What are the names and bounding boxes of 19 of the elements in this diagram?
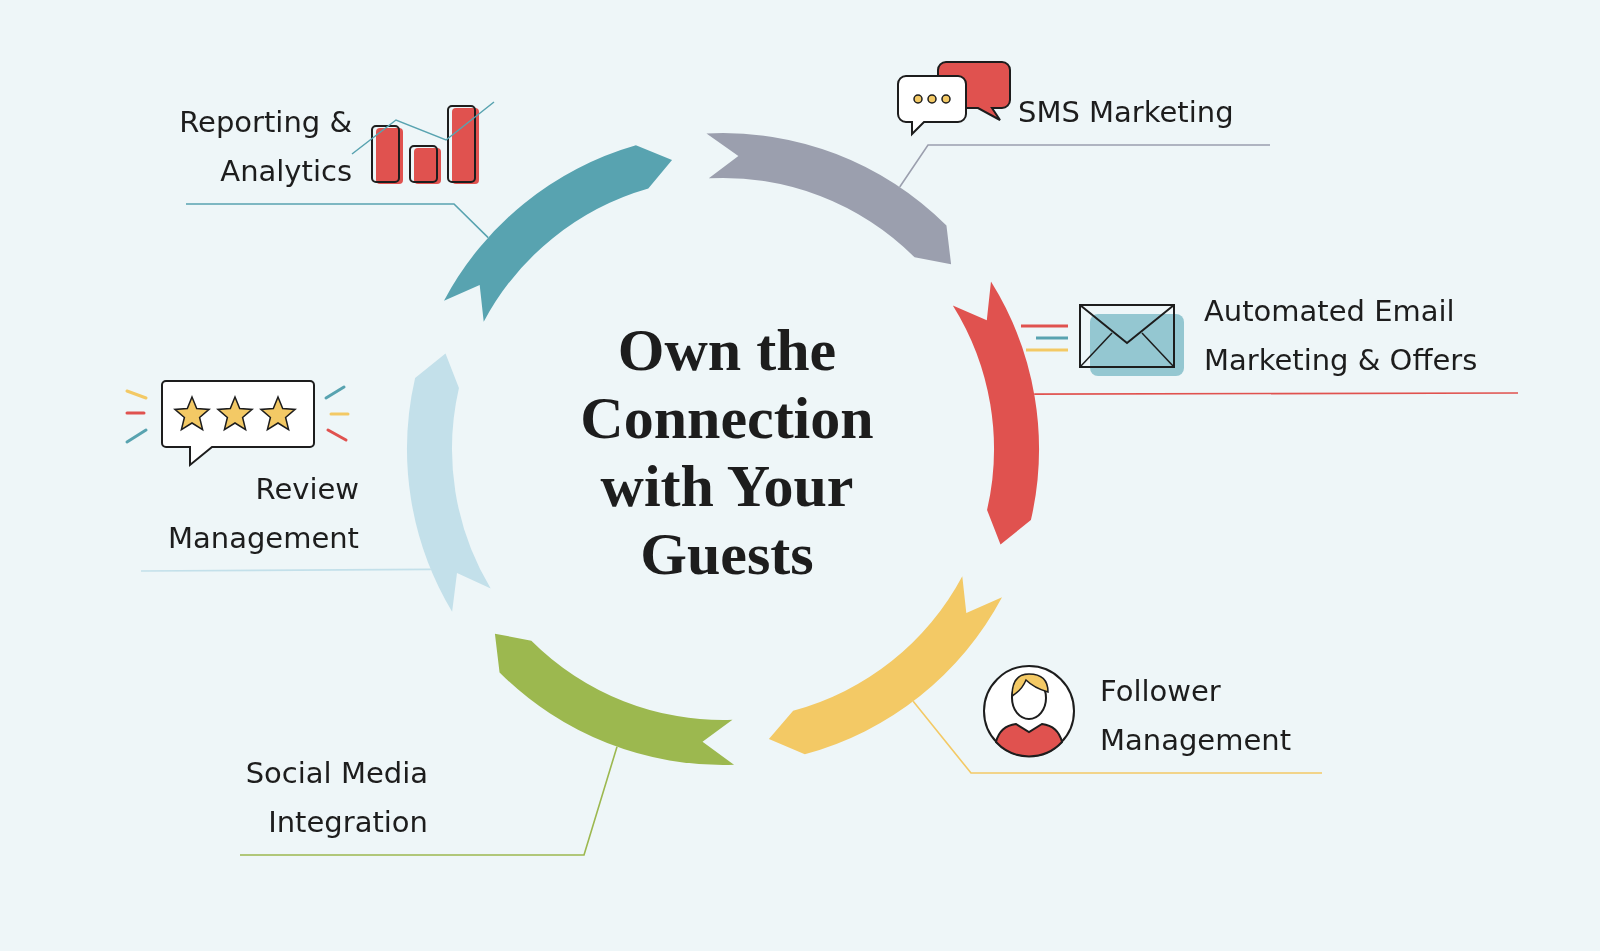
- arc-arrow-segment: [494, 633, 735, 765]
- leader-line: [239, 745, 618, 856]
- leader-line: [140, 568, 432, 572]
- leader-line: [898, 144, 1271, 188]
- title-text: Own the Connection with Your Guests: [579, 316, 875, 588]
- leader-line: [185, 203, 489, 239]
- feature-label: Automated Email Marketing & Offers: [1204, 287, 1544, 393]
- leader-line: [912, 700, 1323, 774]
- leader-line: [1033, 392, 1519, 395]
- arc-arrow-segment: [952, 281, 1039, 545]
- feature-label: Social Media Integration: [196, 749, 428, 855]
- feature-label: SMS Marketing: [1018, 88, 1278, 145]
- arc-arrow-segment: [768, 576, 1002, 755]
- arc-arrow-segment: [444, 145, 673, 322]
- feature-label: Reporting & Analytics: [140, 98, 352, 204]
- arc-arrow-segment: [706, 133, 952, 265]
- feature-label: Review Management: [130, 465, 359, 571]
- feature-label: Follower Management: [1100, 667, 1340, 773]
- arc-arrow-segment: [407, 353, 491, 612]
